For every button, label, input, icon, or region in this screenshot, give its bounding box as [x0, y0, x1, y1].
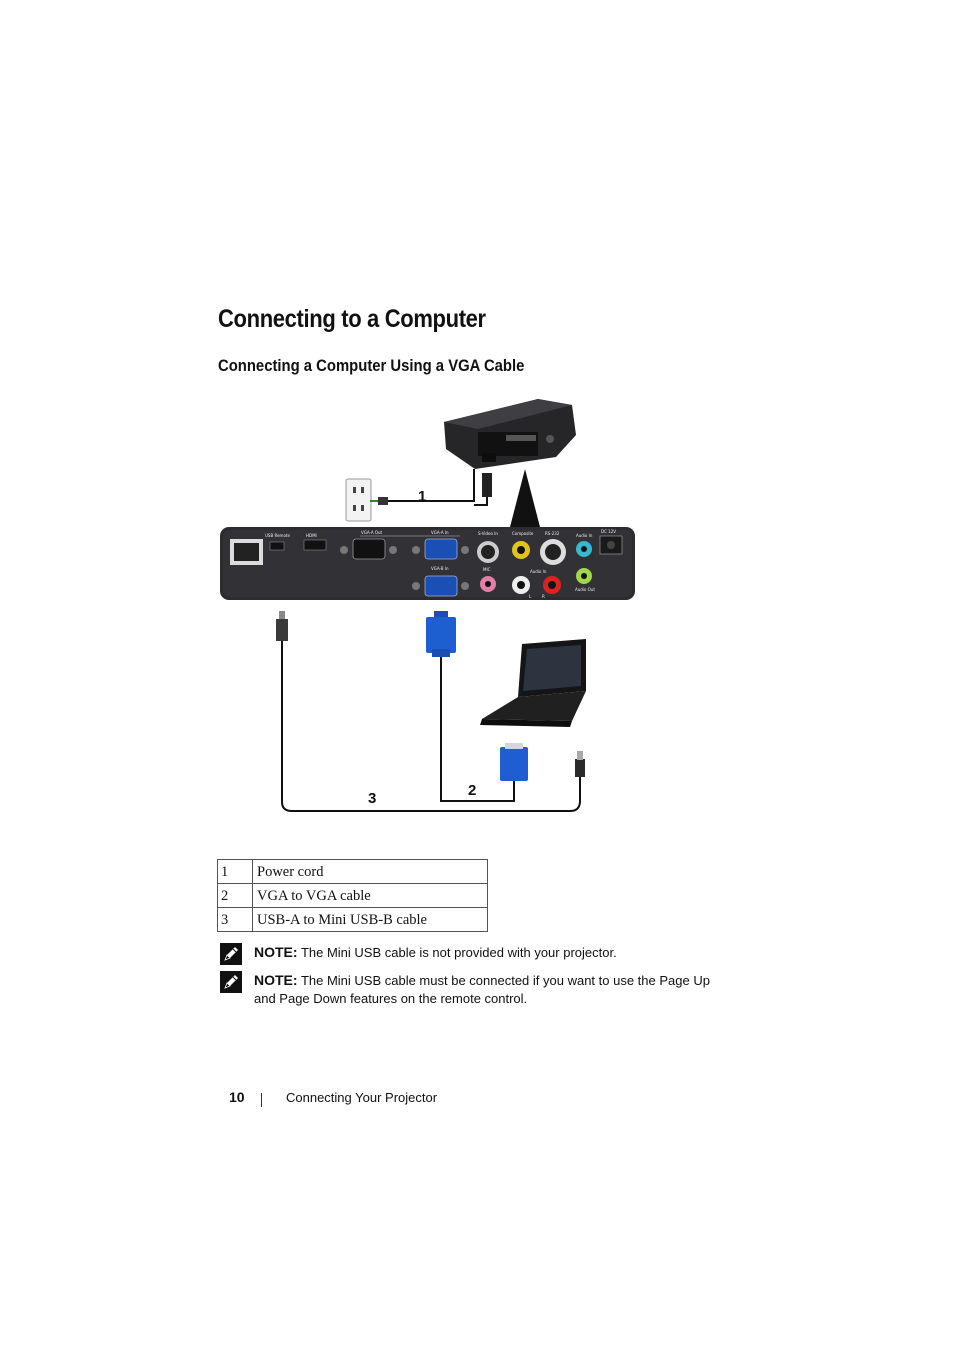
callout-2: 2: [468, 782, 476, 799]
projector-back-panel: USB Remote HDMI VGA-A Out VGA-A In VGA-B…: [220, 527, 635, 600]
legend-table: 1 Power cord 2 VGA to VGA cable 3 USB-A …: [217, 859, 488, 932]
label-s-video-in: S-Video In: [478, 531, 498, 536]
note-2: NOTE: The Mini USB cable must be connect…: [220, 971, 720, 1011]
legend-label: VGA to VGA cable: [252, 883, 488, 908]
section-subtitle: Connecting a Computer Using a VGA Cable: [218, 357, 525, 375]
note-text: The Mini USB cable is not provided with …: [297, 945, 617, 960]
projector-icon: [444, 399, 576, 469]
label-hdmi: HDMI: [306, 533, 317, 538]
label-audio-in-lr: Audio In: [530, 569, 547, 574]
note-pencil-icon: [220, 943, 242, 965]
label-rs232: RS-232: [545, 531, 560, 536]
label-l: L: [529, 594, 532, 599]
note-1: NOTE: The Mini USB cable is not provided…: [220, 943, 720, 965]
network-port-icon: [230, 539, 263, 565]
connection-diagram: 1: [220, 387, 636, 812]
footer-divider: [261, 1093, 262, 1107]
legend-number: 1: [217, 859, 253, 884]
page-title: Connecting to a Computer: [218, 305, 486, 333]
note-label: NOTE:: [254, 944, 298, 960]
label-vga-a-out: VGA-A Out: [361, 530, 383, 535]
note-text: The Mini USB cable must be connected if …: [254, 973, 710, 1006]
footer-section-title: Connecting Your Projector: [286, 1090, 438, 1105]
table-row: 2 VGA to VGA cable: [217, 883, 488, 908]
note-label: NOTE:: [254, 972, 298, 988]
legend-label: USB-A to Mini USB-B cable: [252, 907, 488, 932]
label-audio-out: Audio Out: [575, 587, 595, 592]
label-usb-remote: USB Remote: [265, 533, 290, 538]
legend-label: Power cord: [252, 859, 488, 884]
usb-connector-icon: [575, 751, 585, 777]
note-pencil-icon: [220, 971, 242, 993]
vga-connector-icon: [426, 611, 456, 657]
label-vga-b-in: VGA-B In: [431, 566, 449, 571]
label-vga-a-in: VGA-A In: [431, 530, 449, 535]
table-row: 3 USB-A to Mini USB-B cable: [217, 907, 488, 932]
power-outlet-icon: [345, 478, 372, 522]
laptop-icon: [480, 639, 586, 727]
label-dc-12v: DC 12V: [601, 529, 616, 534]
callout-3: 3: [368, 790, 376, 807]
vga-cable: [426, 611, 528, 802]
page-number: 10: [229, 1089, 245, 1105]
label-mic: MIC: [483, 567, 491, 572]
table-row: 1 Power cord: [217, 859, 488, 884]
power-cord: [370, 469, 492, 506]
callout-1: 1: [418, 488, 426, 505]
label-composite: Composite: [512, 531, 534, 536]
label-audio-in-top: Audio In: [576, 533, 593, 538]
legend-number: 3: [217, 907, 253, 932]
usb-cable: [276, 611, 585, 812]
label-r: R: [542, 594, 545, 599]
legend-number: 2: [217, 883, 253, 908]
vga-connector-icon: [500, 743, 528, 781]
